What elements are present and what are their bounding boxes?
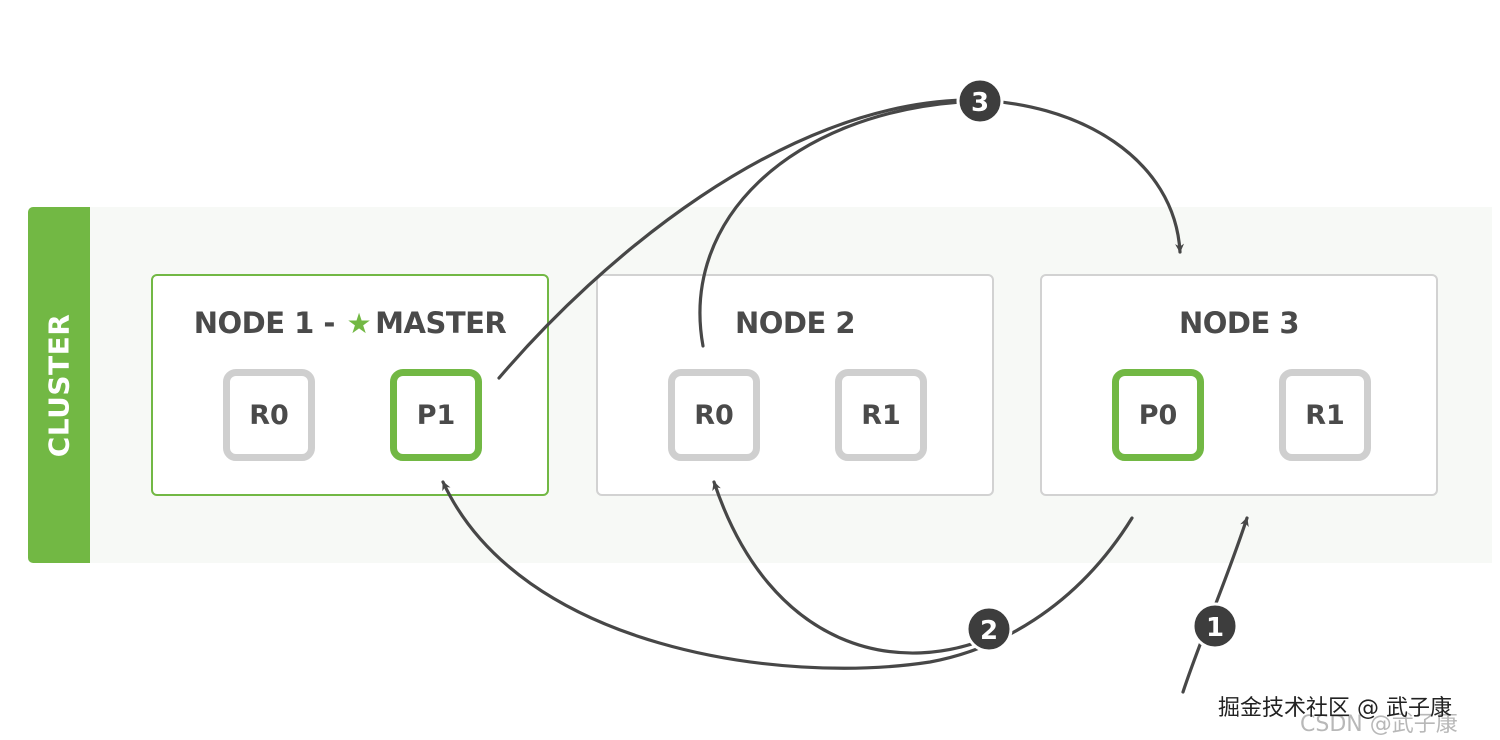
node-3-shard-p0: P0 <box>1112 369 1204 461</box>
arrow-step-2-to-r0 <box>712 480 1002 655</box>
arrow-step-2-to-p1 <box>441 480 1134 670</box>
watermark-faint: CSDN @武子康 <box>1300 712 1458 737</box>
step-badge-2: 2 <box>965 605 1013 653</box>
arrow-step-3-from-p1 <box>497 98 1185 380</box>
step-badge-1: 1 <box>1191 602 1239 650</box>
node-3-shard-r1: R1 <box>1279 369 1371 461</box>
step-3-label: 3 <box>971 88 989 118</box>
node-2-shard-r0: R0 <box>668 369 760 461</box>
node-1-title: NODE 1 - ★MASTER <box>193 306 507 340</box>
node-3-box: NODE 3 P0 R1 <box>1040 274 1438 496</box>
node-2-title: NODE 2 <box>734 306 856 340</box>
node-1-shard-p1: P1 <box>390 369 482 461</box>
node-3-title: NODE 3 <box>1178 306 1300 340</box>
node-1-shard-r0: R0 <box>223 369 315 461</box>
node-1-box: NODE 1 - ★MASTER R0 P1 <box>151 274 549 496</box>
step-1-label: 1 <box>1206 613 1224 643</box>
step-2-label: 2 <box>980 616 998 646</box>
arrow-step-3-from-r0 <box>698 100 962 348</box>
step-badge-3: 3 <box>956 77 1004 125</box>
cluster-label-bar: CLUSTER <box>28 207 90 563</box>
node-2-box: NODE 2 R0 R1 <box>596 274 994 496</box>
star-icon: ★ <box>346 307 372 340</box>
node-2-shard-r1: R1 <box>835 369 927 461</box>
watermark: 掘金技术社区 @ 武子康 <box>1218 696 1452 721</box>
